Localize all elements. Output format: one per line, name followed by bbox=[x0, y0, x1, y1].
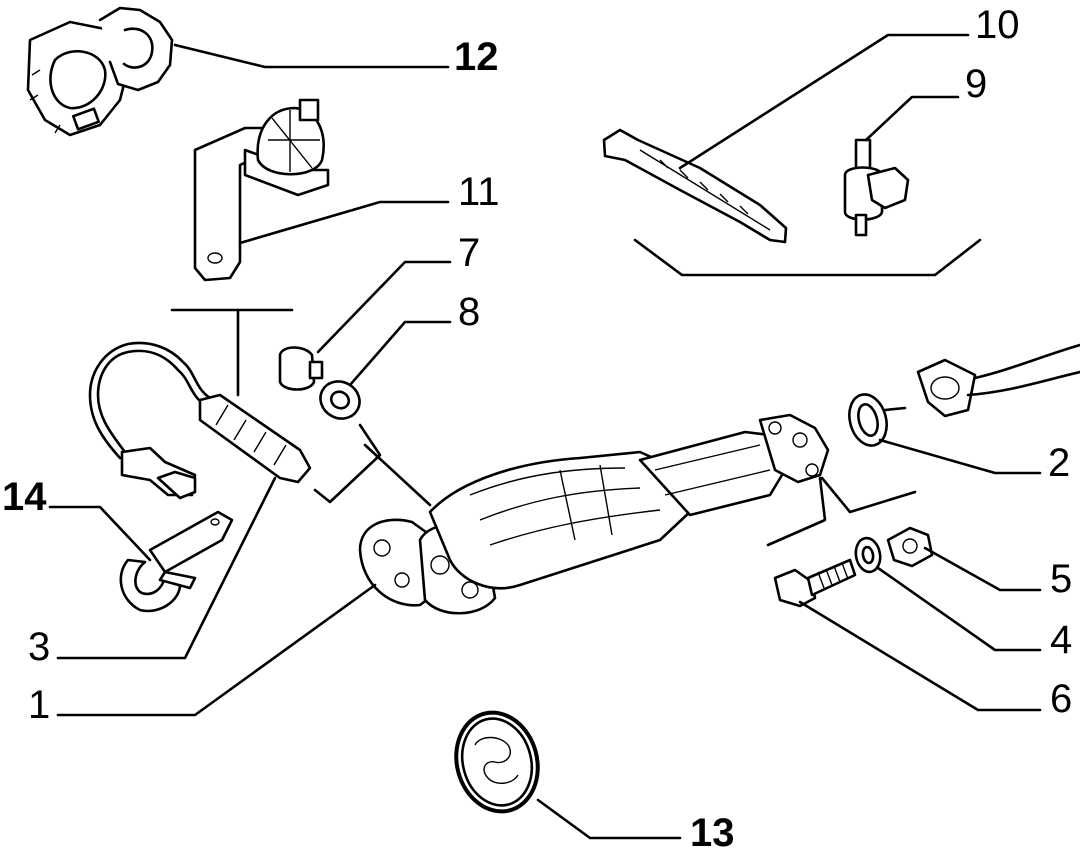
exhaust-pipe-flange-icon bbox=[883, 343, 1080, 418]
washer-icon bbox=[854, 536, 882, 574]
bolt-icon bbox=[773, 558, 857, 608]
callout-8: 8 bbox=[458, 290, 480, 334]
leader-9 bbox=[864, 95, 960, 142]
callout-4: 4 bbox=[1050, 618, 1072, 662]
cable-tie-icon bbox=[602, 128, 788, 244]
bracket-icon bbox=[193, 98, 330, 282]
leader-14 bbox=[48, 505, 152, 562]
leader-12 bbox=[173, 43, 450, 69]
callout-14: 14 bbox=[2, 475, 47, 519]
callout-5: 5 bbox=[1050, 557, 1072, 601]
callout-7: 7 bbox=[458, 231, 480, 275]
leader-lines bbox=[48, 33, 1042, 840]
callout-13: 13 bbox=[690, 811, 735, 851]
callout-3: 3 bbox=[28, 625, 50, 669]
hex-nut-icon bbox=[886, 526, 934, 568]
callout-12: 12 bbox=[454, 35, 499, 79]
leader-8 bbox=[348, 320, 452, 387]
leader-13 bbox=[536, 798, 682, 840]
callout-2: 2 bbox=[1048, 441, 1070, 485]
callout-labels: 12 10 9 11 7 8 2 14 5 4 3 6 1 13 bbox=[2, 3, 1072, 851]
callout-1: 1 bbox=[28, 683, 50, 727]
leader-4 bbox=[876, 566, 1042, 652]
callout-9: 9 bbox=[965, 62, 987, 106]
seal-washer-icon bbox=[319, 380, 361, 420]
leader-6 bbox=[798, 600, 1042, 712]
leader-1 bbox=[56, 583, 377, 717]
connector-clip-icon bbox=[843, 138, 910, 237]
leader-5 bbox=[923, 546, 1042, 592]
callout-11: 11 bbox=[458, 170, 500, 214]
leader-7 bbox=[316, 260, 452, 354]
leader-3 bbox=[56, 476, 277, 660]
gasket-ring-icon bbox=[848, 393, 888, 447]
leader-11 bbox=[238, 200, 450, 245]
catalytic-converter-icon bbox=[358, 413, 830, 615]
leader-10 bbox=[678, 33, 970, 170]
clamp-icon bbox=[26, 6, 174, 137]
callout-6: 6 bbox=[1050, 677, 1072, 721]
plug-icon bbox=[278, 346, 324, 391]
heat-shield-disc-icon bbox=[454, 710, 540, 814]
lambda-sensor-icon bbox=[88, 341, 312, 500]
callout-10: 10 bbox=[975, 3, 1020, 47]
leader-2 bbox=[878, 438, 1042, 475]
cable-clamp-icon bbox=[119, 510, 234, 613]
